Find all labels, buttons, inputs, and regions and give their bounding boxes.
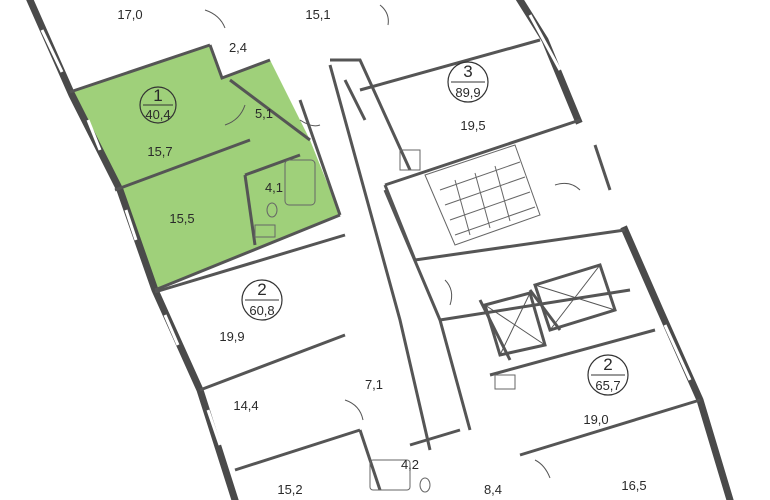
interior-walls [69,38,701,491]
unit-number: 1 [153,86,162,105]
bathroom-fixtures [254,149,516,493]
room-area: 15,1 [305,7,330,22]
windows [40,14,692,446]
unit-total-area: 65,7 [595,378,620,393]
room-area: 16,5 [621,478,646,493]
lift-shaft-1 [483,291,547,357]
lift-shaft-2 [533,263,617,332]
room-area: 15,5 [169,211,194,226]
unit-total-area: 60,8 [249,303,274,318]
room-area-labels: 17,0 15,1 2,4 5,1 15,7 4,1 15,5 19,5 19,… [117,7,646,497]
room-area: 15,7 [147,144,172,159]
unit-label-1[interactable]: 1 40,4 [139,86,177,124]
unit-number: 3 [463,62,472,81]
room-area: 5,1 [255,106,273,121]
unit-label-2b[interactable]: 2 65,7 [587,354,629,396]
room-area: 7,1 [365,377,383,392]
unit-number: 2 [603,355,612,374]
room-area: 19,0 [583,412,608,427]
unit-label-3[interactable]: 3 89,9 [447,61,489,103]
room-area: 4,2 [401,457,419,472]
stair-core [424,144,541,246]
unit-label-2a[interactable]: 2 60,8 [241,279,283,321]
room-area: 8,4 [484,482,502,497]
room-area: 2,4 [229,40,247,55]
apartment-1-highlight[interactable] [70,45,340,290]
room-area: 15,2 [277,482,302,497]
room-area: 4,1 [265,180,283,195]
corridor [328,64,472,451]
room-area: 14,4 [233,398,258,413]
unit-number: 2 [257,280,266,299]
room-area: 19,9 [219,329,244,344]
room-area: 19,5 [460,118,485,133]
unit-total-area: 89,9 [455,85,480,100]
door-swings [204,4,581,479]
room-area: 17,0 [117,7,142,22]
unit-total-area: 40,4 [145,107,170,122]
